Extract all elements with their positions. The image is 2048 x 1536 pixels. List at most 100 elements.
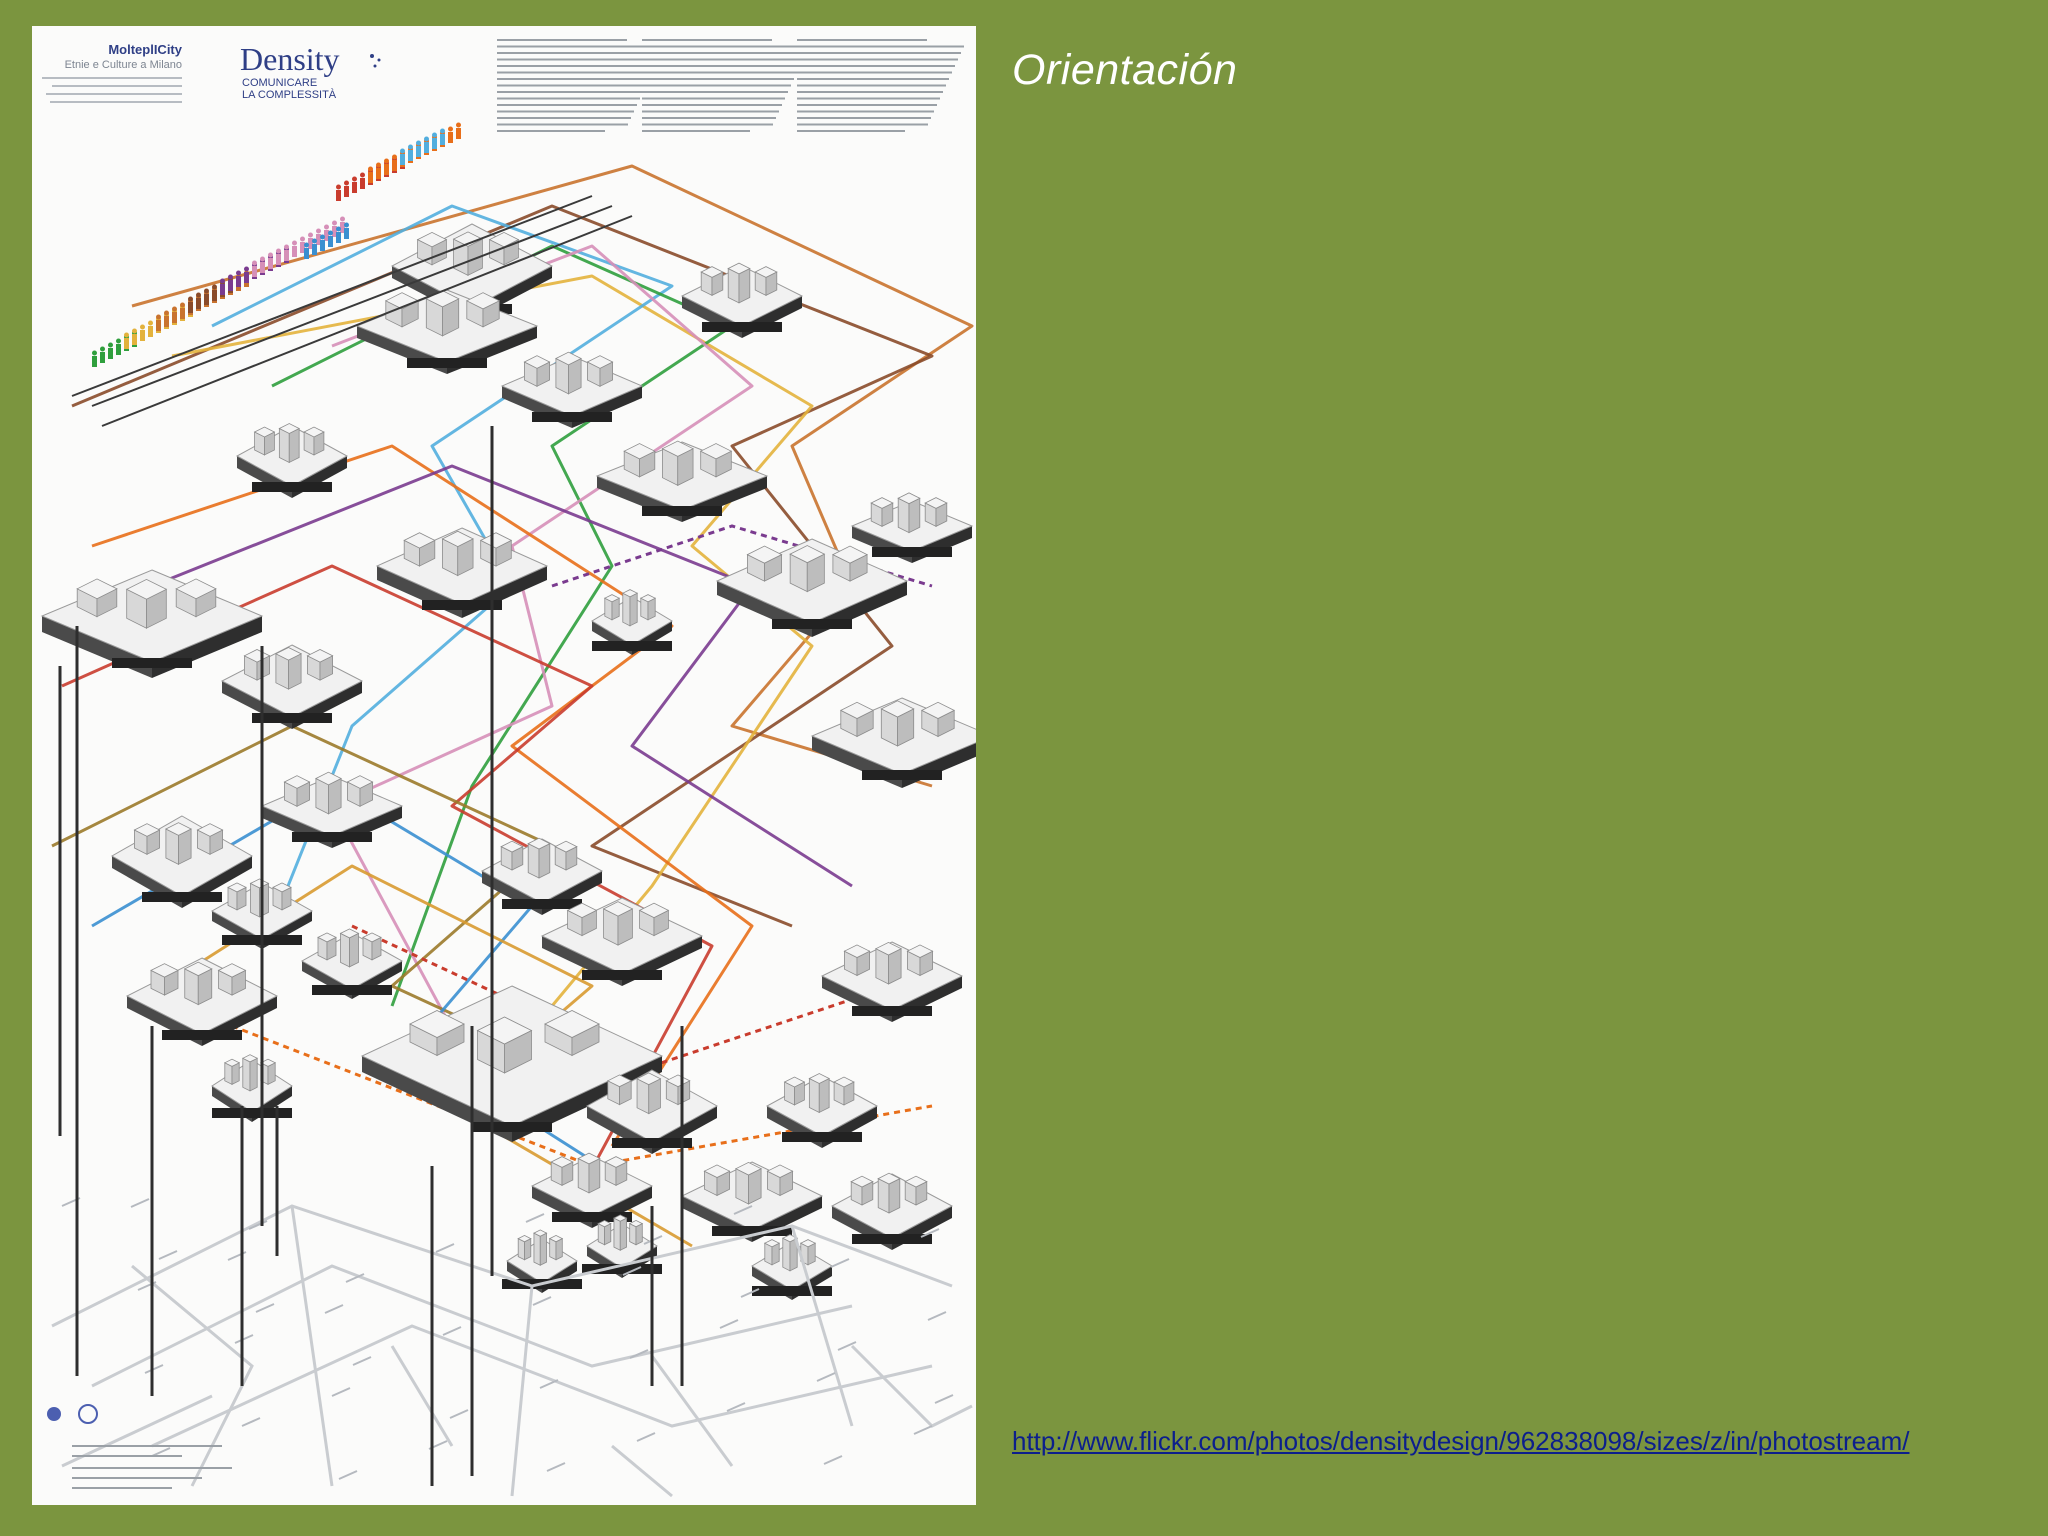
person-figure bbox=[352, 182, 357, 193]
street-label-mark bbox=[255, 1303, 275, 1313]
building-roof bbox=[346, 775, 374, 789]
building-roof bbox=[606, 1074, 633, 1088]
building-roof bbox=[638, 902, 670, 919]
building-front bbox=[539, 1232, 547, 1266]
person-figure bbox=[384, 164, 389, 175]
street-label-mark bbox=[324, 1304, 344, 1314]
street bbox=[61, 1394, 213, 1468]
street-label-mark bbox=[352, 1356, 372, 1366]
person-figure bbox=[156, 320, 161, 331]
building-roof bbox=[533, 1229, 548, 1237]
building-roof bbox=[339, 928, 360, 939]
street-label-mark bbox=[449, 1409, 469, 1419]
person-figure bbox=[304, 248, 309, 259]
building-side bbox=[517, 1237, 525, 1261]
building-roof bbox=[880, 700, 915, 718]
building-roof bbox=[227, 882, 247, 893]
building-roof bbox=[639, 594, 657, 603]
street-label-mark bbox=[719, 1319, 739, 1329]
person-head bbox=[236, 270, 241, 276]
building-roof bbox=[628, 1220, 644, 1228]
building-roof bbox=[125, 578, 168, 600]
person-figure bbox=[360, 178, 365, 189]
person-head bbox=[344, 180, 349, 186]
building-roof bbox=[699, 443, 733, 460]
platform-side-left bbox=[362, 1056, 512, 1142]
building-roof bbox=[259, 1058, 277, 1067]
platform-label-tag bbox=[852, 1234, 932, 1244]
street-label-mark bbox=[144, 1364, 164, 1374]
building-roof bbox=[603, 594, 621, 603]
building-roof bbox=[441, 530, 474, 547]
building-side bbox=[782, 1237, 791, 1272]
building-roof bbox=[832, 545, 868, 564]
platform-label-tag bbox=[852, 1006, 932, 1016]
poster-project-name: MolteplICity bbox=[108, 42, 182, 57]
person-head bbox=[116, 338, 121, 344]
person-figure bbox=[408, 150, 413, 161]
platform-label-tag bbox=[582, 970, 662, 980]
street bbox=[390, 1345, 454, 1447]
building-front bbox=[249, 1057, 258, 1092]
building-roof bbox=[133, 823, 161, 837]
platform-label-tag bbox=[252, 713, 332, 723]
source-link[interactable]: http://www.flickr.com/photos/densitydesi… bbox=[1012, 1426, 1910, 1456]
building-roof bbox=[924, 497, 948, 509]
building-roof bbox=[217, 963, 247, 978]
building-front bbox=[738, 267, 751, 304]
building-roof bbox=[870, 497, 894, 509]
route-line bbox=[71, 204, 934, 928]
building-roof bbox=[577, 1152, 601, 1165]
person-head bbox=[324, 224, 329, 230]
route-line bbox=[271, 244, 734, 1007]
street-label-mark bbox=[442, 1326, 462, 1336]
person-figure bbox=[132, 334, 137, 345]
person-figure bbox=[456, 128, 461, 139]
person-figure bbox=[376, 168, 381, 179]
street-label-mark bbox=[532, 1296, 552, 1306]
building-front bbox=[288, 427, 300, 464]
platform-label-tag bbox=[642, 506, 722, 516]
building-front bbox=[619, 1217, 627, 1251]
person-head bbox=[252, 260, 257, 266]
building-roof bbox=[833, 1076, 855, 1088]
platform-label-tag bbox=[872, 547, 952, 557]
street-label-mark bbox=[525, 1213, 545, 1223]
district-platform bbox=[375, 527, 549, 618]
person-head bbox=[336, 226, 341, 232]
district-platform bbox=[235, 423, 349, 498]
street-label-mark bbox=[241, 1417, 261, 1427]
person-head bbox=[368, 166, 373, 172]
person-figure bbox=[244, 272, 249, 283]
building-roof bbox=[586, 355, 614, 369]
district-platform bbox=[850, 492, 974, 563]
person-figure bbox=[336, 190, 341, 201]
building-roof bbox=[727, 262, 751, 275]
person-head bbox=[432, 132, 437, 138]
building-roof bbox=[877, 1172, 901, 1185]
district-platform bbox=[751, 1234, 833, 1300]
person-figure bbox=[180, 308, 185, 319]
building-roof bbox=[76, 578, 118, 600]
person-head bbox=[124, 332, 129, 338]
person-figure bbox=[424, 142, 429, 153]
person-head bbox=[204, 288, 209, 294]
building-side bbox=[727, 267, 740, 304]
street-label-mark bbox=[248, 1220, 268, 1230]
person-head bbox=[268, 252, 273, 258]
building-roof bbox=[175, 578, 217, 600]
district-platform bbox=[40, 569, 264, 678]
street-label-mark bbox=[934, 1394, 954, 1404]
population-figures bbox=[71, 122, 633, 427]
street-label-mark bbox=[636, 1432, 656, 1442]
building-roof bbox=[566, 902, 598, 919]
district-platform bbox=[211, 1054, 293, 1122]
person-head bbox=[312, 238, 317, 244]
building-front bbox=[524, 1237, 532, 1261]
building-roof bbox=[517, 1235, 532, 1243]
person-head bbox=[320, 234, 325, 240]
person-figure bbox=[236, 276, 241, 287]
person-figure bbox=[448, 132, 453, 143]
platform-label-tag bbox=[582, 1264, 662, 1274]
person-head bbox=[336, 184, 341, 190]
